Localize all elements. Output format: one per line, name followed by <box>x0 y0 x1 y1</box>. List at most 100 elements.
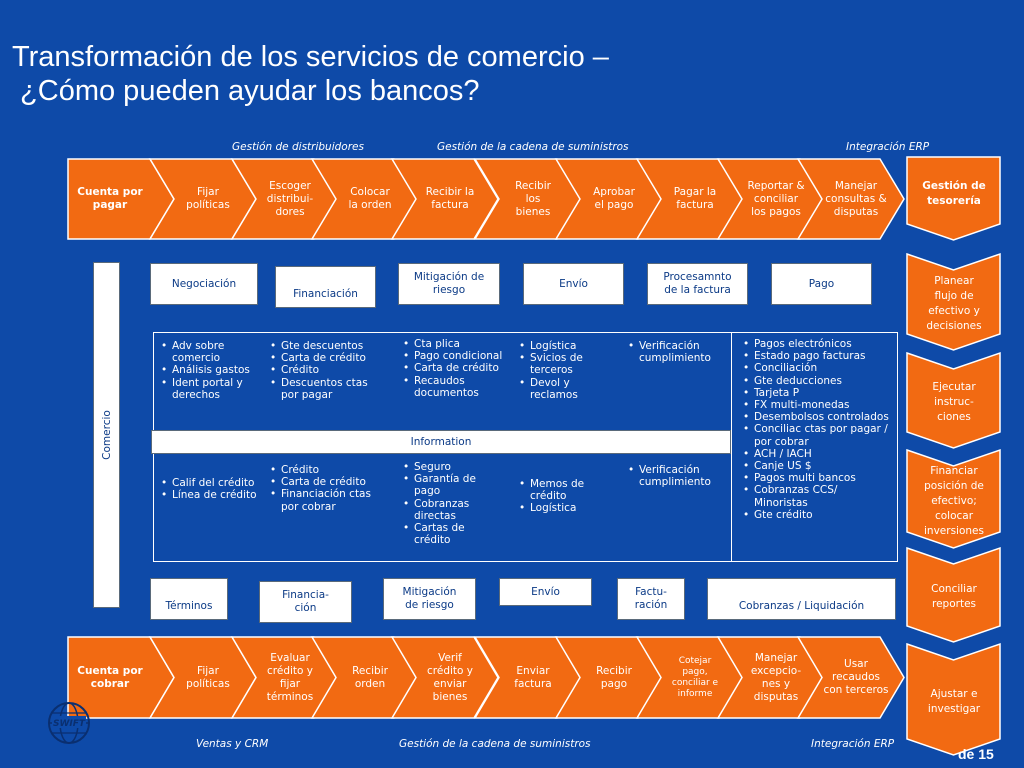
receivables-chevron-label-6: Recibir pago <box>596 664 632 690</box>
receivables-chevron-label-1: Fijar políticas <box>186 664 230 690</box>
list-item: Pagos electrónicos <box>743 338 893 350</box>
receivables-chevron-9 <box>796 636 905 719</box>
lane-label-distributors: Gestión de distribuidores <box>232 141 364 153</box>
box-mitigacion-cobro: Mitigación de riesgo <box>383 578 476 620</box>
payables-chevron-label-9: Manejar consultas & disputas <box>825 179 887 218</box>
payables-chevron-label-8: Reportar & conciliar los pagos <box>747 179 805 218</box>
list-item: Logística <box>519 340 614 352</box>
lane-label-erp: Integración ERP <box>846 141 930 153</box>
list-item: Pagos multi bancos <box>743 472 893 484</box>
upper-list-envio: Logística Svicios de terceros Devol y re… <box>519 340 614 401</box>
list-item: Cartas de crédito <box>403 522 498 546</box>
list-item: Financiación ctas por cobrar <box>270 488 388 512</box>
list-item: Cobranzas directas <box>403 498 498 522</box>
list-item: Gte deducciones <box>743 375 893 387</box>
payables-chevron-9 <box>796 158 905 240</box>
comercio-label: Comercio <box>100 410 113 460</box>
lower-list-envio: Memos de crédito Logística <box>519 478 609 515</box>
payables-chevron-label-6: Aprobar el pago <box>593 186 635 211</box>
treasury-label-0: Gestión de tesorería <box>922 179 986 207</box>
receivables-chevron-label-4: Verif crédito y enviar bienes <box>427 651 473 703</box>
list-item: Ident portal y derechos <box>161 377 261 401</box>
treasury-chevron-3 <box>906 448 1001 549</box>
comercio-bar: Comercio <box>93 262 120 608</box>
receivables-chevron-label-7: Cotejar pago, conciliar e informe <box>671 655 719 699</box>
lower-list-facturacion: Verificación cumplimiento <box>628 464 726 488</box>
list-item: Crédito <box>270 464 388 476</box>
list-item: Adv sobre comercio <box>161 340 261 364</box>
box-facturacion: Factu- ración <box>617 578 685 620</box>
lower-list-mitigacion: Seguro Garantía de pago Cobranzas direct… <box>403 461 498 546</box>
lane-label-erp-bottom: Integración ERP <box>811 738 895 750</box>
treasury-chevron-0 <box>906 156 1001 241</box>
list-item: FX multi-monedas <box>743 399 893 411</box>
lane-label-supply-chain: Gestión de la cadena de suministros <box>437 141 629 153</box>
treasury-chevron-2 <box>906 351 1001 449</box>
box-pago: Pago <box>771 263 872 305</box>
box-cobranzas: Cobranzas / Liquidación <box>707 578 896 620</box>
list-item: Tarjeta P <box>743 387 893 399</box>
payables-chevron-label-1: Fijar políticas <box>186 186 230 211</box>
list-item: Pago condicional <box>403 350 518 362</box>
treasury-label-3: Financiar posición de efectivo; colocar … <box>924 464 984 537</box>
list-item: Garantía de pago <box>403 473 498 497</box>
list-item: Carta de crédito <box>270 476 388 488</box>
payables-chevron-label-4: Recibir la factura <box>425 186 475 211</box>
lane-label-sales: Ventas y CRM <box>196 738 269 750</box>
upper-list-negociacion: Adv sobre comercio Análisis gastos Ident… <box>161 340 261 401</box>
list-item: Cta plica <box>403 338 518 350</box>
list-item: Logística <box>519 502 609 514</box>
list-item: Línea de crédito <box>161 489 269 501</box>
box-envio-cobro: Envío <box>499 578 592 606</box>
upper-list-procesamiento: Verificación cumplimiento <box>628 340 726 364</box>
list-item: Conciliación <box>743 362 893 374</box>
receivables-chevron-label-2: Evaluar crédito y fijar términos <box>266 651 314 703</box>
logo-text: SWIFT <box>53 719 86 729</box>
payables-chevron-label-5: Recibir los bienes <box>515 179 551 218</box>
upper-list-financiacion: Gte descuentos Carta de crédito Crédito … <box>270 340 385 401</box>
box-procesamiento: Procesamnto de la factura <box>647 263 748 305</box>
payables-chevron-label-0: Cuenta por pagar <box>77 186 143 211</box>
list-item: Verificación cumplimiento <box>628 464 726 488</box>
treasury-chevron-4 <box>906 546 1001 643</box>
list-item: Análisis gastos <box>161 364 261 376</box>
list-item: Devol y reclamos <box>519 377 614 401</box>
treasury-label-5: Ajustar e investigar <box>927 687 981 715</box>
receivables-chevron-label-9: Usar recaudos con terceros <box>823 658 889 696</box>
box-envio: Envío <box>523 263 624 305</box>
list-item: Verificación cumplimiento <box>628 340 726 364</box>
list-item: Cobranzas CCS/ Minoristas <box>743 484 893 508</box>
list-item: Conciliac ctas por pagar / por cobrar <box>743 423 893 447</box>
list-item: Canje US $ <box>743 460 893 472</box>
receivables-chevron-label-0: Cuenta por cobrar <box>77 664 143 690</box>
payables-chevron-label-3: Colocar la orden <box>348 186 392 211</box>
upper-list-mitigacion: Cta plica Pago condicional Carta de créd… <box>403 338 518 399</box>
list-item: Carta de crédito <box>403 362 518 374</box>
payables-chevron-label-2: Escoger distribui- dores <box>266 179 314 218</box>
payment-services-list: Pagos electrónicos Estado pago facturas … <box>743 338 893 521</box>
treasury-label-2: Ejecutar instruc- ciones <box>932 381 976 423</box>
treasury-label-1: Planear flujo de efectivo y decisiones <box>926 275 982 332</box>
list-item: Recaudos documentos <box>403 375 518 399</box>
swift-globe-logo: SWIFT <box>48 702 90 744</box>
treasury-chevron-5 <box>906 642 1001 756</box>
receivables-chevron-label-8: Manejar excepcio- nes y disputas <box>750 651 802 703</box>
list-item: Calif del crédito <box>161 477 269 489</box>
list-item: Seguro <box>403 461 498 473</box>
title-line-1: Transformación de los servicios de comer… <box>12 41 609 73</box>
list-item: Gte crédito <box>743 509 893 521</box>
treasury-chevron-1 <box>906 252 1001 351</box>
list-item: Crédito <box>270 364 385 376</box>
list-item: Desembolsos controlados <box>743 411 893 423</box>
payables-chevron-label-7: Pagar la factura <box>673 186 717 211</box>
lower-list-terminos: Calif del crédito Línea de crédito <box>161 477 269 502</box>
list-item: Descuentos ctas por pagar <box>270 377 385 401</box>
list-item: Memos de crédito <box>519 478 609 502</box>
receivables-chevron-label-5: Enviar factura <box>514 664 552 690</box>
page-number: de 15 <box>958 746 994 762</box>
list-item: Gte descuentos <box>270 340 385 352</box>
lower-list-financiacion: Crédito Carta de crédito Financiación ct… <box>270 464 388 513</box>
box-financiacion-cobro: Financia- ción <box>259 581 352 623</box>
information-bar: Information <box>151 430 731 454</box>
list-item: Svicios de terceros <box>519 352 614 376</box>
